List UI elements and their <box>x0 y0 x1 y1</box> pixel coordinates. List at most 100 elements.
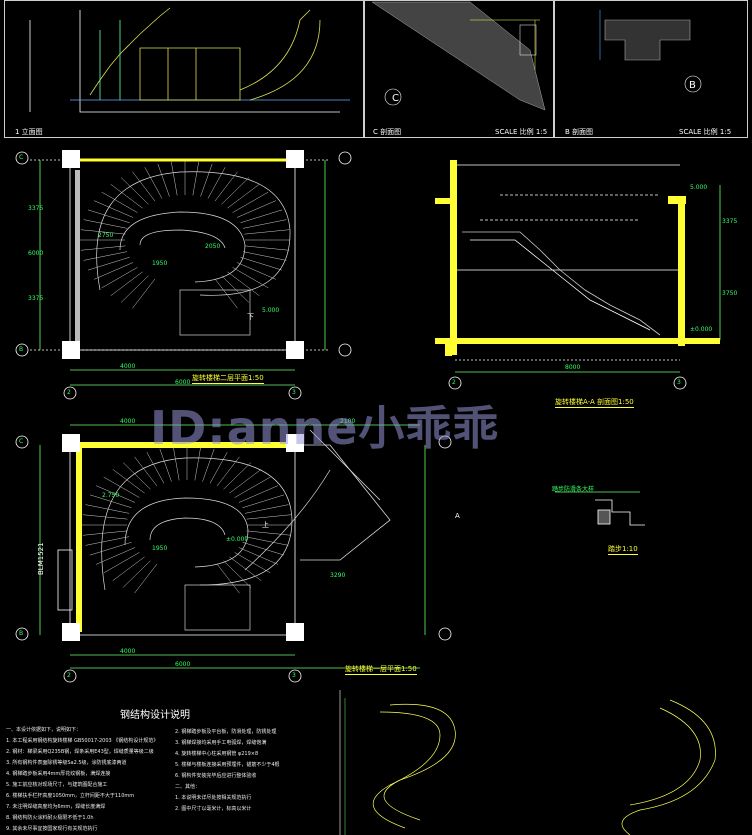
note-line: 3. 钢梯焊接均采用手工电弧焊，焊缝饱满 <box>175 740 267 746</box>
plan1-wall-top <box>76 442 290 448</box>
stair-tread <box>112 469 145 494</box>
note-line: 2. 钢材：梯梁采用Q235B钢，焊条采用E43型，焊缝质量等级二级 <box>6 749 154 755</box>
stair-tread <box>82 530 128 536</box>
stair-tread <box>209 452 228 484</box>
plan1-dim-top-2: 2100 <box>340 418 356 425</box>
section-right-dim-2: 3750 <box>722 290 738 297</box>
note-line: 8. 钢结构防火涂料耐火极限不低于1.0h <box>6 815 94 821</box>
note-line: 6. 楼梯扶手栏杆高度1050mm，立杆间距不大于110mm <box>6 793 135 799</box>
stair-tread <box>244 245 290 251</box>
elevation-view-label: 1 立面图 <box>15 128 43 136</box>
stair-tread <box>159 448 172 482</box>
plan1-section-marker: A <box>455 512 460 520</box>
section-level-top: 5.000 <box>690 184 708 191</box>
section-b-label: B 剖面图 <box>565 128 594 136</box>
stair-tread <box>194 446 201 481</box>
stair-tread <box>80 245 126 251</box>
stair-tread <box>242 219 287 229</box>
stair-tread <box>244 229 290 235</box>
note-line: 7. 未注明焊缝高度均为6mm，焊缝长度满焊 <box>6 804 106 810</box>
grid-bubbles <box>15 151 687 683</box>
stair-tread <box>110 184 143 209</box>
section-b-scale: SCALE 比例 1:5 <box>679 128 732 136</box>
elevation-lines <box>29 7 350 113</box>
section-right-dim-1: 3375 <box>722 218 738 225</box>
stair-tread <box>110 271 143 296</box>
stair-tread <box>103 552 140 574</box>
note-line: 3. 所有钢构件表面除锈等级Sa2.5级，涂防锈底漆两道 <box>6 760 127 766</box>
stair-tread <box>229 469 262 494</box>
stair-tread <box>101 191 138 213</box>
plan1-inner-3: ±0.000 <box>226 536 249 543</box>
stair-tread <box>146 452 165 484</box>
plan1-col-right: 3 <box>292 672 296 679</box>
plan2-col-left: 2 <box>67 389 71 396</box>
stair-tread <box>144 167 163 199</box>
stair-tread <box>223 462 252 490</box>
stair-tread <box>238 547 279 565</box>
stair-tread <box>101 267 138 289</box>
plan2-row-top: C <box>19 154 24 161</box>
plan2-inner-4: 5.000 <box>262 307 280 314</box>
detail-title: 踏步1:10 <box>608 545 638 555</box>
section-frame <box>455 164 721 373</box>
stair-tread <box>232 267 269 289</box>
stair-tread <box>202 448 215 482</box>
stair-tread <box>227 271 260 296</box>
stair-tread <box>242 541 285 556</box>
stair-tread <box>227 184 260 209</box>
plan1-row-top: C <box>19 438 24 445</box>
section-b-circle: B <box>689 80 696 91</box>
plan1-title: 旋转楼梯一层平面1:50 <box>345 665 417 675</box>
stair-tread <box>173 446 180 481</box>
section-b-shape <box>384 10 702 106</box>
stair-tread <box>132 278 156 309</box>
stair-tread <box>134 563 158 594</box>
plan2-treads <box>80 161 290 309</box>
note-line: 一、本设计依据如下，说明如下： <box>6 727 82 733</box>
section-c-label: C 剖面图 <box>373 128 402 136</box>
plan1-up-label: 上 <box>262 521 269 529</box>
stair-tread <box>214 171 238 202</box>
plan2-col-right: 3 <box>292 389 296 396</box>
stair-tread <box>242 251 287 261</box>
stair-tread <box>112 556 145 581</box>
plan2-dim-bottom-2: 6000 <box>175 379 191 386</box>
note-line: 2. 图中尺寸以毫米计，标高以米计 <box>175 806 252 812</box>
plan1-treads <box>82 446 292 594</box>
note-line: 4. 钢梯踏步板采用4mm厚花纹钢板，满焊连接 <box>6 771 111 777</box>
section-yellow-walls <box>435 160 720 356</box>
stair-tread <box>87 256 130 271</box>
stair-tread <box>240 209 283 224</box>
note-line: 2. 钢梯踏步板及平台板，防滑处理，防锈处理 <box>175 729 277 735</box>
section-c-hatch <box>371 1 546 111</box>
plan1-inner-2: 1950 <box>152 545 168 552</box>
section-level-bottom: ±0.000 <box>690 326 713 333</box>
section-c-scale: SCALE 比例 1:5 <box>495 128 548 136</box>
plan1-door-label: BLM1521 <box>37 542 45 575</box>
section-title: 旋转楼梯A-A 剖面图1:50 <box>555 398 634 408</box>
plan1-dim-bottom-2: 6000 <box>175 661 191 668</box>
stair-tread <box>214 278 238 309</box>
stair-tread <box>122 560 151 588</box>
stair-tread <box>238 485 279 503</box>
plan2-dim-left-3: 3375 <box>28 295 44 302</box>
plan2-spiral <box>96 171 291 336</box>
stair-tread <box>157 163 170 197</box>
plan1-inner-1: 2.750 <box>102 492 120 499</box>
plan2-wall-left <box>75 170 80 342</box>
plan2-title: 旋转楼梯二层平面1:50 <box>192 374 264 384</box>
stair-tread <box>216 456 240 487</box>
stair-tread <box>95 547 136 565</box>
stair-tread <box>89 494 132 509</box>
stair-tread <box>82 514 128 520</box>
watermark: ID:anne小乖乖 <box>150 401 500 455</box>
note-line: 1. 本说明未详尽处按相关规范执行 <box>175 795 252 801</box>
note-line: 5. 施工前应核对现场尺寸，与建筑图配合施工 <box>6 782 108 788</box>
stair-tread <box>93 262 134 280</box>
note-line: 二、其他： <box>175 784 201 790</box>
note-line: 1. 本工程采用钢结构旋转楼梯 GB50017-2003 《钢结构设计规范》 <box>6 738 159 744</box>
plan1-col-left: 2 <box>67 672 71 679</box>
spiral-3d-left <box>372 704 456 829</box>
